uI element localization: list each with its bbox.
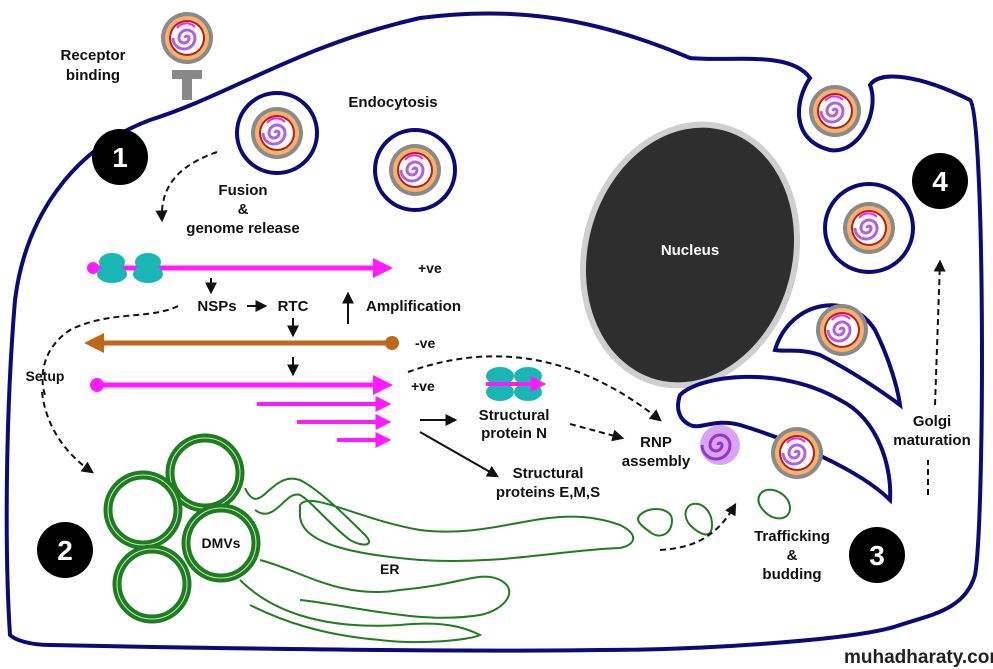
svg-text:1: 1 (112, 142, 128, 173)
golgi-maturation-arrow (933, 259, 946, 406)
ribosome-icon (133, 253, 163, 283)
rnp-assembly-label-2: assembly (622, 453, 691, 470)
setup-arrow (41, 391, 94, 474)
step-3-badge: 3 (849, 527, 905, 583)
trafficking-arrow (659, 502, 737, 551)
budding-virion (769, 425, 825, 481)
arrow-to-proteins-ems (419, 431, 500, 478)
dmvs-label: DMVs (202, 535, 241, 551)
exocytosis-virion (807, 83, 863, 139)
svg-text:3: 3 (869, 540, 885, 571)
positive-rna-genome (87, 258, 393, 278)
transport-vesicle (684, 502, 714, 536)
transport-vesicle (637, 508, 674, 537)
plus-ve-label-top: +ve (418, 260, 442, 276)
setup-arrow-top (41, 305, 179, 396)
setup-label: Setup (26, 368, 65, 384)
nsps-label: NSPs (197, 298, 236, 315)
ribosome-translating-icon (486, 367, 547, 401)
endocytosis-label: Endocytosis (348, 94, 437, 111)
er-label: ER (380, 561, 399, 577)
receptor-binding-label: Receptor (60, 47, 125, 64)
receptor-icon (172, 70, 202, 100)
transport-vesicle (757, 488, 792, 520)
fusion-arrow (155, 151, 218, 223)
structural-protein-n-label: Structural (479, 407, 550, 424)
structural-proteins-ems-label: Structural (513, 465, 584, 482)
endoplasmic-reticulum (239, 477, 635, 644)
negative-rna-strand (84, 333, 399, 353)
rnp-spiral (700, 425, 740, 465)
svg-text:2: 2 (57, 535, 73, 566)
golgi-label: Golgi (913, 413, 951, 430)
cell-membrane (4, 11, 984, 653)
nucleus-label: Nucleus (661, 242, 719, 259)
maturation-label: maturation (893, 432, 971, 449)
budding-label: budding (762, 566, 821, 583)
step-4-badge: 4 (912, 153, 968, 209)
virion-binding (159, 10, 215, 66)
watermark: muhadharaty.com (844, 647, 993, 668)
virion-endosome-2 (387, 142, 443, 198)
positive-rna-progeny (90, 375, 393, 395)
structural-proteins-ems-label-2: proteins E,M,S (496, 484, 600, 501)
svg-text:4: 4 (932, 166, 948, 197)
amplification-label: Amplification (366, 298, 461, 315)
genome-release-label: genome release (186, 220, 299, 237)
rnp-assembly-label: RNP (640, 434, 672, 451)
step-1-badge: 1 (92, 129, 148, 185)
structural-protein-n-label-2: protein N (481, 425, 547, 442)
dmv-cluster (103, 433, 261, 624)
fusion-amp: & (238, 201, 249, 218)
step-2-badge: 2 (37, 522, 93, 578)
plus-ve-label-bottom: +ve (411, 378, 435, 394)
virion-endosome-1 (249, 105, 305, 161)
rtc-label: RTC (278, 298, 309, 315)
trafficking-label: Trafficking (754, 528, 830, 545)
arrow-n-to-rnp (569, 423, 625, 442)
secretory-virion (841, 200, 897, 256)
golgi-virion (814, 302, 870, 358)
minus-ve-label: -ve (415, 335, 435, 351)
ribosome-icon (97, 253, 127, 283)
nucleus (579, 121, 801, 389)
arrow-rna-to-rnp (407, 355, 662, 422)
trafficking-amp: & (787, 547, 798, 564)
receptor-binding-label-2: binding (66, 67, 120, 84)
fusion-label: Fusion (218, 182, 267, 199)
